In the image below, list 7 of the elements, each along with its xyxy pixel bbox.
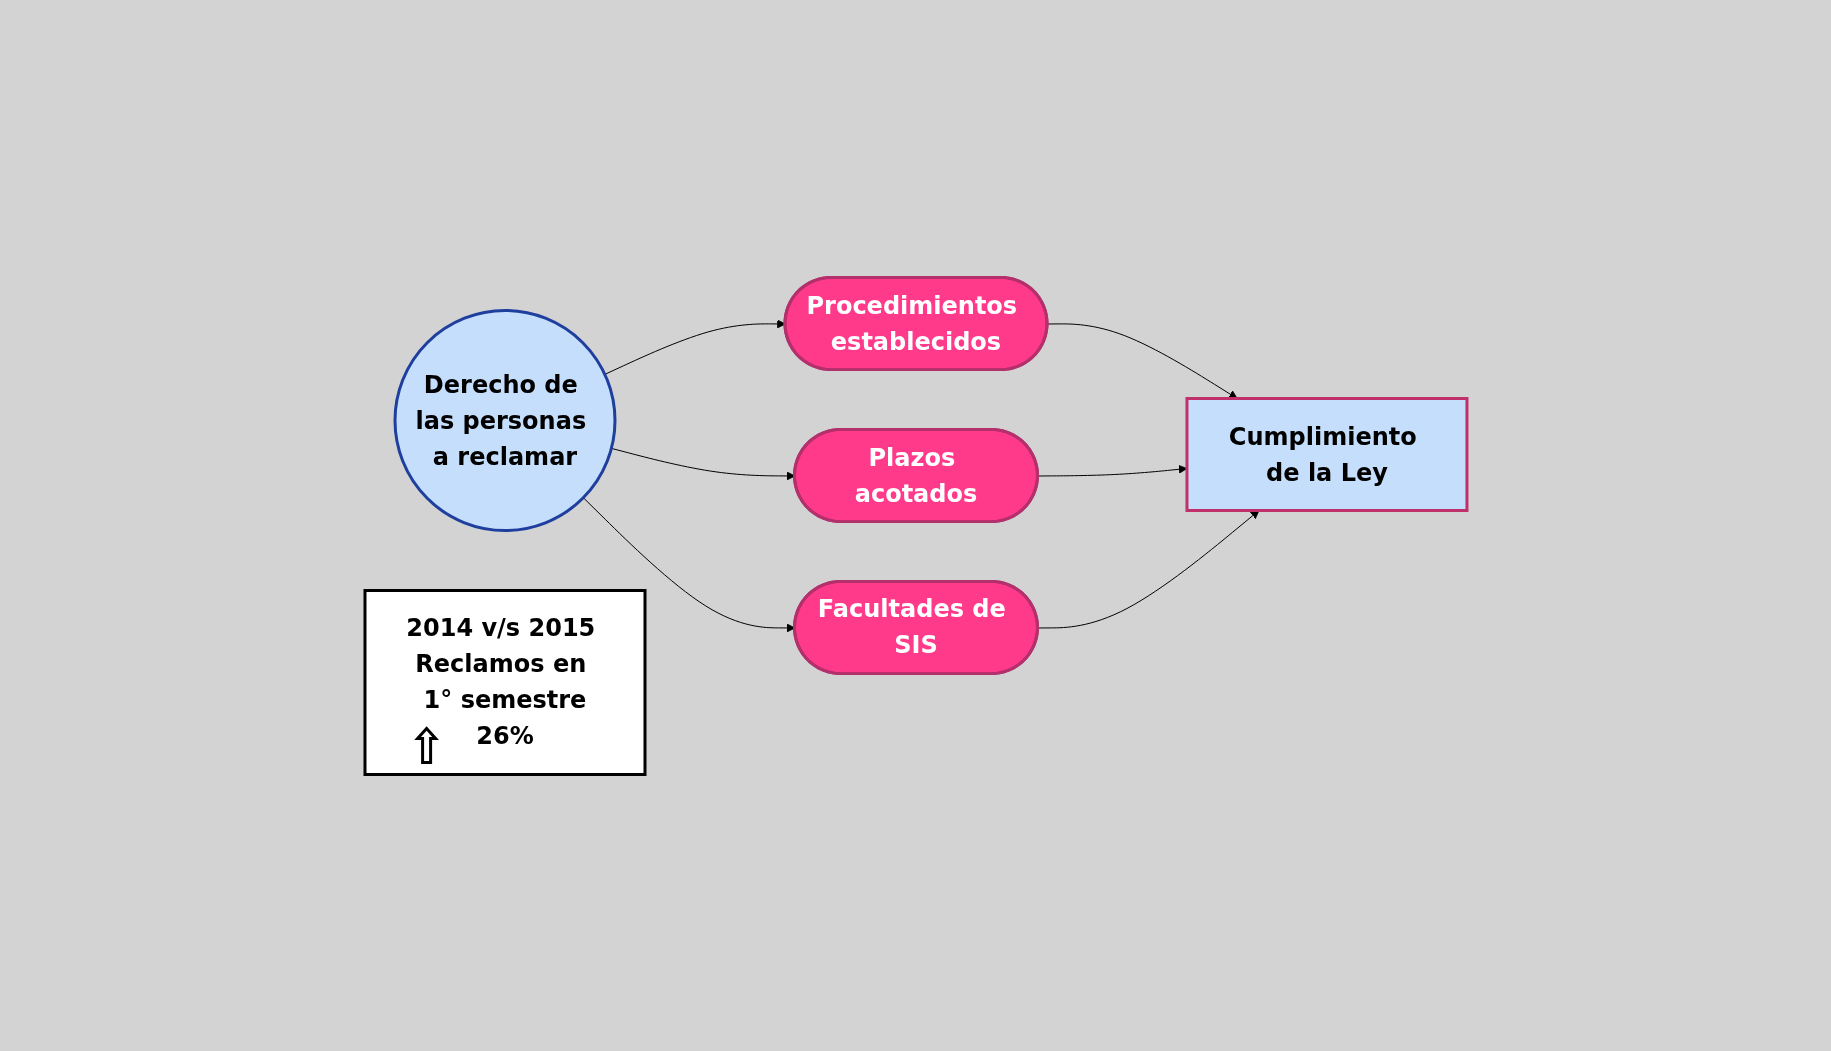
node-box: Cumplimiento de la Ley bbox=[1185, 396, 1468, 512]
node-box: 2014 v/s 2015 Reclamos en 1° semestre 26% bbox=[363, 588, 646, 776]
node-circle: Derecho de las personas a reclamar bbox=[393, 308, 616, 532]
arrow bbox=[582, 496, 795, 632]
arrow bbox=[610, 447, 795, 480]
arrow bbox=[1046, 322, 1238, 399]
arrow bbox=[1036, 464, 1187, 476]
